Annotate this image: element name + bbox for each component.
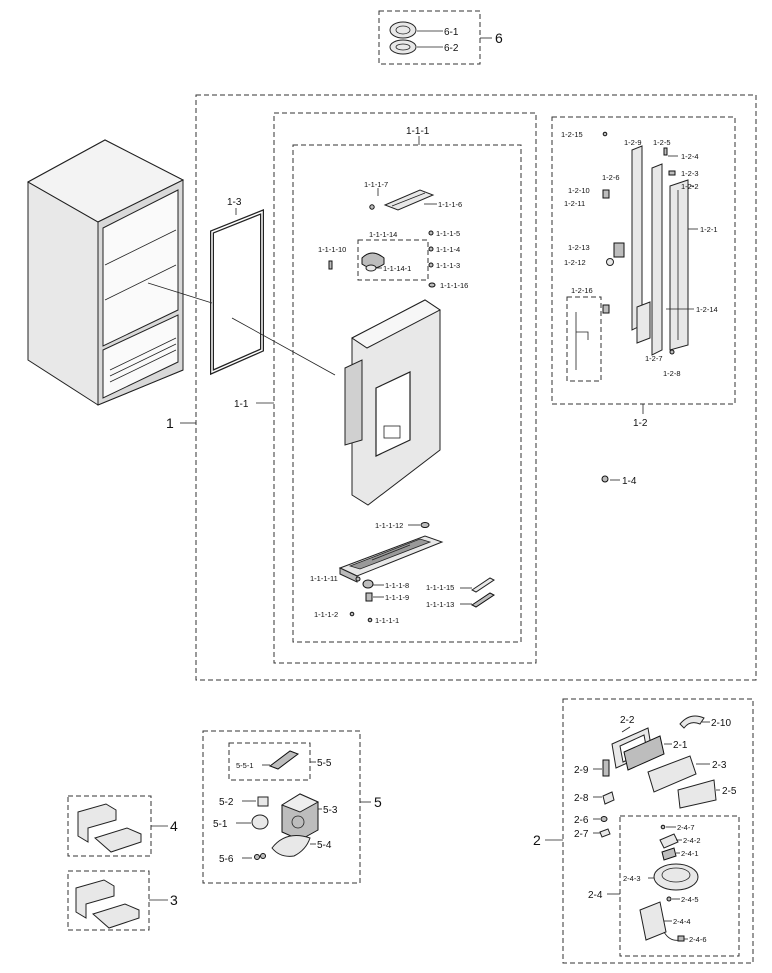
group-2-box bbox=[562, 698, 754, 964]
part-6-1-shape bbox=[389, 21, 417, 39]
label-2: 2 bbox=[533, 832, 541, 848]
label-1-1: 1-1 bbox=[234, 399, 249, 410]
part-6-2-shape bbox=[389, 39, 417, 55]
label-1-1-1-11: 1-1-1-11 bbox=[310, 574, 338, 583]
label-2-5: 2-5 bbox=[722, 786, 737, 797]
label-1-1-1: 1-1-1 bbox=[406, 126, 430, 137]
part-1-3-gasket: 1-3 bbox=[210, 197, 264, 376]
part-5-3-housing bbox=[280, 793, 320, 841]
label-1-1-1-2: 1-1-1-2 bbox=[314, 610, 338, 619]
label-1-2-4: 1-2-4 bbox=[681, 152, 699, 161]
group-1-box bbox=[195, 94, 757, 681]
label-1-2-9: 1-2-9 bbox=[624, 138, 642, 147]
label-1-1-1-3: 1-1-1-3 bbox=[436, 261, 460, 270]
label-5-6: 5-6 bbox=[219, 854, 234, 865]
part-1-1-1-14-box bbox=[357, 239, 429, 281]
label-5-2: 5-2 bbox=[219, 797, 234, 808]
label-2-10: 2-10 bbox=[711, 718, 731, 729]
door-panel bbox=[344, 299, 441, 506]
label-5-4: 5-4 bbox=[317, 840, 332, 851]
label-2-6: 2-6 bbox=[574, 815, 589, 826]
label-1-1-1-12: 1-1-1-12 bbox=[375, 521, 403, 530]
label-2-4-7: 2-4-7 bbox=[677, 823, 695, 832]
label-1-1-1-8: 1-1-1-8 bbox=[385, 581, 409, 590]
label-1-1-1-4: 1-1-1-4 bbox=[436, 245, 460, 254]
label-2-4-6: 2-4-6 bbox=[689, 935, 707, 944]
label-6: 6 bbox=[495, 30, 503, 46]
label-1-1-1-9: 1-1-1-9 bbox=[385, 593, 409, 602]
label-1-4: 1-4 bbox=[622, 476, 637, 487]
label-1-2-15: 1-2-15 bbox=[561, 130, 583, 139]
label-2-4-1: 2-4-1 bbox=[681, 849, 699, 858]
group-3-box bbox=[67, 870, 150, 931]
label-1-2-13: 1-2-13 bbox=[568, 243, 590, 252]
label-1-2-8: 1-2-8 bbox=[663, 369, 681, 378]
group-5-box bbox=[202, 730, 361, 884]
label-1-2-11: 1-2-11 bbox=[564, 199, 585, 208]
label-1-2-10: 1-2-10 bbox=[568, 186, 590, 195]
label-1-2-7: 1-2-7 bbox=[645, 354, 663, 363]
label-5-5-1: 5-5-1 bbox=[236, 761, 254, 770]
label-6-2: 6-2 bbox=[444, 43, 459, 54]
label-1-2-2: 1-2-2 bbox=[681, 182, 699, 191]
label-1-2-1: 1-2-1 bbox=[700, 225, 718, 234]
label-1-1-14-1: 1-1-14-1 bbox=[383, 264, 411, 273]
label-1-1-1-6: 1-1-1-6 bbox=[438, 200, 462, 209]
group-6-box bbox=[378, 10, 481, 65]
part-1-1-1-box bbox=[292, 144, 522, 643]
label-1-2: 1-2 bbox=[633, 418, 648, 429]
label-1-1-1-5: 1-1-1-5 bbox=[436, 229, 460, 238]
label-1-1-1-15: 1-1-1-15 bbox=[426, 583, 454, 592]
label-6-1: 6-1 bbox=[444, 27, 459, 38]
label-1-2-3: 1-2-3 bbox=[681, 169, 699, 178]
label-5-1: 5-1 bbox=[213, 819, 228, 830]
label-2-1: 2-1 bbox=[673, 740, 688, 751]
label-2-4-3: 2-4-3 bbox=[623, 874, 641, 883]
part-1-1-1-7-bracket bbox=[383, 189, 435, 211]
label-2-3: 2-3 bbox=[712, 760, 727, 771]
label-2-4-2: 2-4-2 bbox=[683, 836, 701, 845]
label-4: 4 bbox=[170, 818, 178, 834]
label-5: 5 bbox=[374, 794, 382, 810]
label-5-3: 5-3 bbox=[323, 805, 338, 816]
part-1-2-box bbox=[551, 116, 736, 405]
part-1-2-16-box bbox=[566, 296, 602, 382]
label-2-4-5: 2-4-5 bbox=[681, 895, 699, 904]
label-1-2-14: 1-2-14 bbox=[696, 305, 718, 314]
label-2-8: 2-8 bbox=[574, 793, 589, 804]
label-1-1-1-14: 1-1-1-14 bbox=[369, 230, 397, 239]
group-6: 6-1 6-2 6 bbox=[378, 10, 503, 65]
label-1-3: 1-3 bbox=[227, 197, 242, 208]
part-2-4-box bbox=[619, 815, 740, 957]
part-1-2-door-frame bbox=[631, 145, 689, 356]
label-1: 1 bbox=[166, 415, 174, 431]
label-2-9: 2-9 bbox=[574, 765, 589, 776]
label-2-4: 2-4 bbox=[588, 890, 603, 901]
label-1-1-1-16: 1-1-1-16 bbox=[440, 281, 468, 290]
label-1-1-1-10: 1-1-1-10 bbox=[318, 245, 346, 254]
label-1-2-5: 1-2-5 bbox=[653, 138, 671, 147]
label-2-4-4: 2-4-4 bbox=[673, 917, 691, 926]
label-1-1-1-13: 1-1-1-13 bbox=[426, 600, 454, 609]
label-1-1-1-7: 1-1-1-7 bbox=[364, 180, 388, 189]
part-dispenser-cover bbox=[338, 535, 444, 583]
label-1-2-16: 1-2-16 bbox=[571, 286, 593, 295]
label-1-2-6: 1-2-6 bbox=[602, 173, 620, 182]
label-1-1-1-1: 1-1-1-1 bbox=[375, 616, 399, 625]
label-2-7: 2-7 bbox=[574, 829, 589, 840]
label-3: 3 bbox=[170, 892, 178, 908]
label-2-2: 2-2 bbox=[620, 715, 635, 726]
label-5-5: 5-5 bbox=[317, 758, 332, 769]
part-5-5-box bbox=[228, 742, 311, 781]
refrigerator-cabinet bbox=[26, 139, 185, 406]
part-1-1-box bbox=[273, 112, 537, 664]
label-1-2-12: 1-2-12 bbox=[564, 258, 586, 267]
